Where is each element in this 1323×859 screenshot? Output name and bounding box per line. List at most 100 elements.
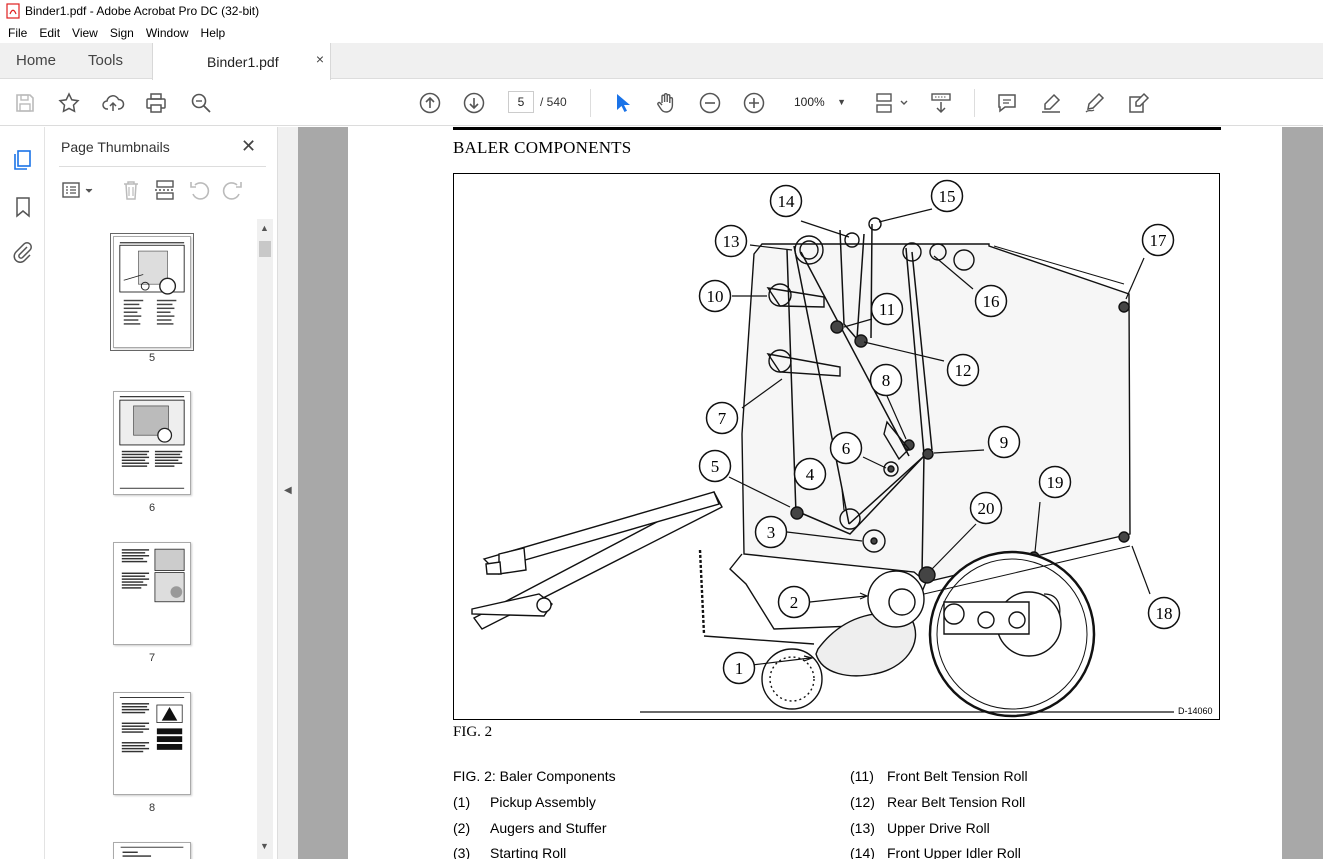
rotate-right-icon[interactable]	[221, 178, 245, 202]
page-thumbnail[interactable]	[113, 842, 191, 859]
callout-number: 10	[707, 287, 724, 306]
tab-bar: Home Tools Binder1.pdf ×	[0, 43, 1323, 80]
comment-icon[interactable]	[995, 91, 1019, 115]
zoom-value: 100%	[794, 95, 825, 109]
rotate-left-icon[interactable]	[187, 178, 211, 202]
panel-title: Page Thumbnails	[61, 139, 170, 155]
menu-window[interactable]: Window	[145, 25, 189, 40]
menu-bar: File Edit View Sign Window Help	[0, 22, 1323, 43]
scroll-mode-icon[interactable]	[929, 91, 953, 115]
callout-number: 14	[778, 192, 796, 211]
legend-item: (3) Starting Roll	[453, 845, 566, 859]
zoom-out-icon[interactable]	[698, 91, 722, 115]
page-number-input[interactable]: 5	[508, 91, 534, 113]
legend-number: (13)	[850, 820, 875, 836]
page-header-rule	[453, 127, 1221, 130]
draw-sign-icon[interactable]	[1083, 91, 1107, 115]
page-thumbnail[interactable]	[110, 233, 194, 351]
select-cursor-icon[interactable]	[611, 91, 635, 115]
attachments-icon[interactable]	[11, 240, 35, 264]
figure-caption: FIG. 2	[453, 724, 493, 740]
insert-page-icon[interactable]	[153, 178, 177, 202]
bookmark-star-icon[interactable]	[57, 91, 81, 115]
chevron-up-icon[interactable]: ▲	[260, 223, 269, 233]
callout-circle	[946, 353, 980, 387]
menu-edit[interactable]: Edit	[39, 25, 61, 40]
zoom-in-icon[interactable]	[742, 91, 766, 115]
document-viewport[interactable]: BALER COMPONENTS	[298, 127, 1323, 859]
callout-number: 4	[806, 465, 815, 484]
callout-circle	[722, 651, 756, 685]
tab-document-label: Binder1.pdf	[207, 54, 279, 70]
close-tab-button[interactable]: ×	[315, 51, 324, 67]
callout-number: 3	[767, 523, 776, 542]
print-icon[interactable]	[144, 91, 168, 115]
close-panel-button[interactable]: ✕	[241, 136, 257, 156]
menu-help[interactable]: Help	[200, 25, 226, 40]
callout-number: 2	[790, 593, 799, 612]
legend-label: Front Upper Idler Roll	[887, 845, 1021, 859]
callout-number: 7	[718, 409, 727, 428]
menu-sign[interactable]: Sign	[109, 25, 134, 40]
callout-number: 6	[842, 439, 851, 458]
callout-circle	[698, 449, 732, 483]
scrollbar-thumb[interactable]	[259, 241, 271, 257]
callout-number: 16	[983, 292, 1000, 311]
next-page-icon[interactable]	[462, 91, 486, 115]
delete-page-icon[interactable]	[119, 178, 143, 202]
legend-number: (11)	[850, 768, 874, 784]
page-thumbnails-icon[interactable]	[11, 148, 35, 172]
window-title: Binder1.pdf - Adobe Acrobat Pro DC (32-b…	[25, 4, 260, 18]
menu-view[interactable]: View	[72, 25, 98, 40]
callout-leaders	[728, 208, 1151, 666]
legend-label: Upper Drive Roll	[887, 820, 990, 836]
hand-tool-icon[interactable]	[654, 91, 678, 115]
legend-number: (12)	[850, 794, 875, 810]
page-thumbnail[interactable]	[113, 542, 191, 645]
search-icon[interactable]	[189, 91, 213, 115]
callout-number: 19	[1047, 473, 1064, 492]
panel-divider	[59, 166, 266, 167]
page-display-icon[interactable]	[874, 91, 910, 115]
callout-number: 13	[723, 232, 740, 251]
callout-circle	[1147, 596, 1181, 630]
callout-circle	[987, 425, 1021, 459]
section-title: BALER COMPONENTS	[453, 138, 632, 157]
previous-page-icon[interactable]	[418, 91, 442, 115]
page-thumbnail[interactable]	[113, 692, 191, 795]
highlight-pen-icon[interactable]	[1039, 91, 1063, 115]
upload-cloud-icon[interactable]	[101, 91, 125, 115]
fill-sign-icon[interactable]	[1127, 91, 1151, 115]
legend-item: (12) Rear Belt Tension Roll	[850, 794, 1025, 810]
panel-splitter[interactable]: ◀	[277, 127, 298, 859]
callout-circle	[1141, 223, 1175, 257]
legend-title: FIG. 2: Baler Components	[453, 768, 616, 784]
chevron-down-icon: ▼	[837, 97, 846, 107]
collapse-panel-icon[interactable]: ◀	[284, 485, 292, 496]
legend-label: Rear Belt Tension Roll	[887, 794, 1026, 810]
tab-tools[interactable]: Tools	[88, 52, 124, 69]
callout-circle	[698, 279, 732, 313]
bookmarks-icon[interactable]	[11, 195, 35, 219]
callout-circle	[754, 515, 788, 549]
tab-document[interactable]: Binder1.pdf ×	[152, 43, 331, 80]
thumbnail-label: 5	[148, 352, 156, 364]
page-thumbnail[interactable]	[113, 391, 191, 495]
chevron-down-icon[interactable]: ▼	[260, 841, 269, 851]
thumbnail-scrollbar[interactable]: ▲ ▼	[257, 219, 273, 859]
callout-circle	[930, 179, 964, 213]
menu-file[interactable]: File	[8, 25, 28, 40]
options-menu-icon[interactable]	[61, 178, 97, 202]
legend-number: (14)	[850, 845, 875, 859]
page-total: / 540	[540, 95, 567, 109]
legend-number: (3)	[453, 845, 471, 859]
callout-circle	[769, 184, 803, 218]
thumbnails-panel: Page Thumbnails ✕	[45, 127, 277, 859]
thumbnail-label: 6	[148, 502, 156, 514]
baler-drawing	[471, 217, 1174, 718]
zoom-dropdown[interactable]: 100% ▼	[786, 91, 852, 113]
save-icon[interactable]	[13, 91, 37, 115]
tab-home[interactable]: Home	[16, 52, 57, 69]
legend-label: Starting Roll	[490, 845, 567, 859]
callout-number: 5	[711, 457, 720, 476]
